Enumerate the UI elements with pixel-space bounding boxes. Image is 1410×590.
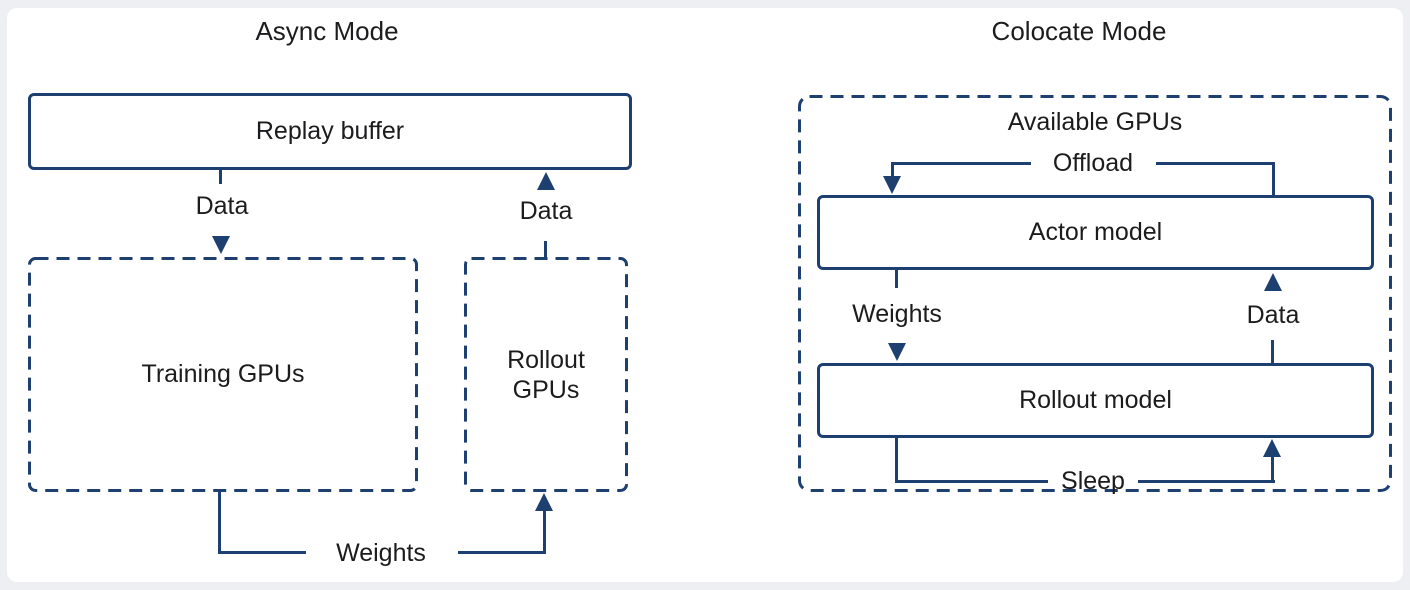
replay-buffer-label: Replay buffer <box>255 117 405 145</box>
sleep-vline-left <box>895 438 898 483</box>
training-gpus-box: Training GPUs <box>28 257 418 492</box>
offload-label: Offload <box>1052 149 1134 177</box>
rollout-gpus-dashed-border <box>464 257 628 492</box>
weights-arrow-up-icon <box>535 493 553 511</box>
rollout-model-label: Rollout model <box>1019 386 1172 414</box>
colocate-weights-label: Weights <box>852 300 942 328</box>
data-left-label: Data <box>195 192 249 220</box>
sleep-hline-left <box>895 480 1048 483</box>
colocate-data-arrow-up-icon <box>1264 273 1282 291</box>
sleep-label: Sleep <box>1061 467 1125 495</box>
offload-hline-right <box>1156 162 1275 165</box>
colocate-weights-arrow-down-icon <box>888 343 906 361</box>
colocate-data-label: Data <box>1246 301 1300 329</box>
weights-vline-left <box>218 492 221 554</box>
available-gpus-box <box>798 95 1392 492</box>
training-gpus-dashed-border <box>28 257 418 492</box>
data-right-arrow-up-icon <box>537 172 555 190</box>
training-gpus-label: Training GPUs <box>141 360 305 388</box>
rollout-gpus-label: Rollout GPUs <box>507 345 585 404</box>
offload-vline-right <box>1272 162 1275 195</box>
weights-vline-right <box>543 508 546 554</box>
data-right-tick <box>544 241 547 257</box>
data-left-tick <box>219 170 222 184</box>
colocate-data-tick <box>1271 340 1274 363</box>
actor-model-label: Actor model <box>1028 218 1163 246</box>
colocate-weights-tick <box>895 270 898 288</box>
colocate-mode-title: Colocate Mode <box>991 16 1167 46</box>
sleep-vline-right <box>1271 452 1274 483</box>
offload-vline-left <box>891 162 894 178</box>
data-right-label: Data <box>519 197 573 225</box>
weights-hline-right <box>458 551 546 554</box>
replay-buffer-box: Replay buffer <box>28 93 632 170</box>
offload-hline-left <box>891 162 1031 165</box>
actor-model-box: Actor model <box>817 195 1374 270</box>
weights-hline-left <box>218 551 306 554</box>
available-gpus-label: Available GPUs <box>1007 108 1183 136</box>
sleep-arrow-up-icon <box>1263 439 1281 457</box>
async-mode-title: Async Mode <box>255 16 399 46</box>
sleep-hline-right <box>1138 480 1275 483</box>
data-left-arrow-down-icon <box>212 236 230 254</box>
rollout-gpus-box: Rollout GPUs <box>464 257 628 492</box>
offload-arrow-down-icon <box>883 176 901 194</box>
rollout-model-box: Rollout model <box>817 363 1374 438</box>
available-gpus-dashed-border <box>798 95 1392 492</box>
weights-label: Weights <box>336 539 426 567</box>
